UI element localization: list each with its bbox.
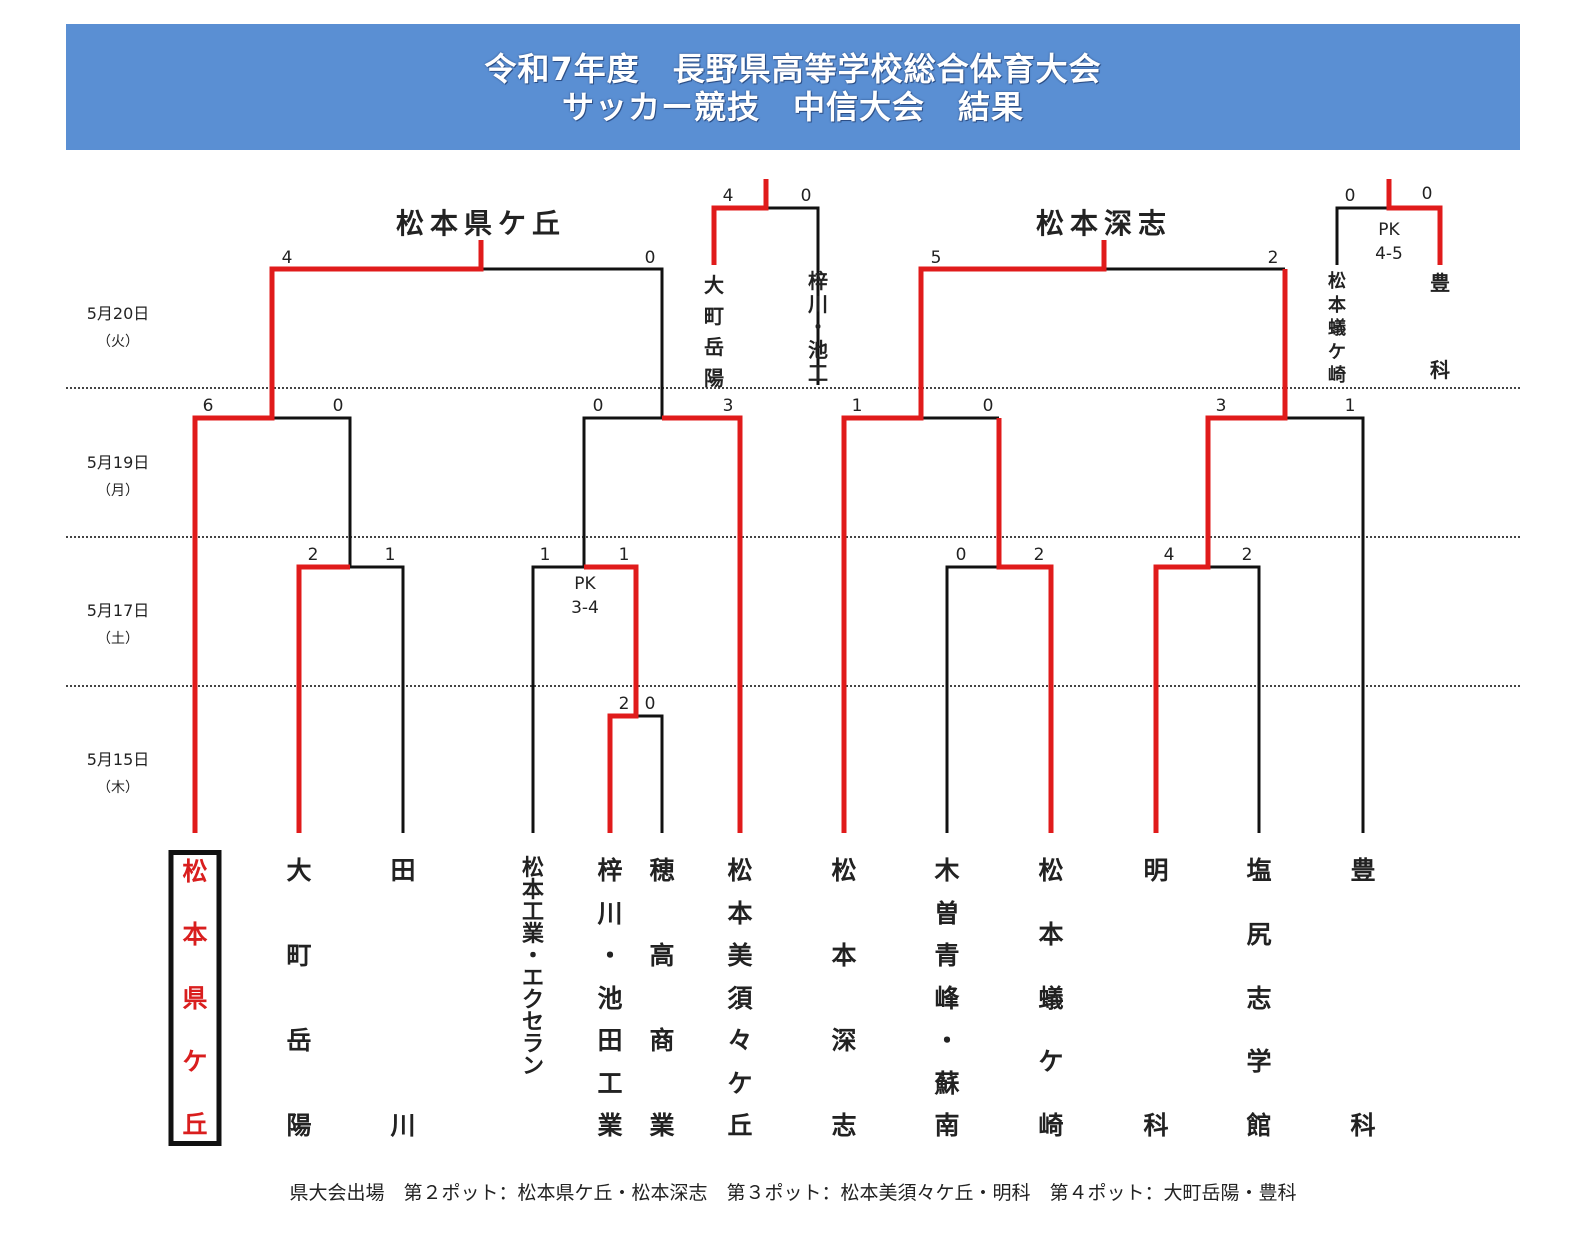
bracket-line-winner: [192, 240, 484, 833]
bracket-line: [350, 565, 405, 833]
team-name-10: 松本蟻ケ崎: [1038, 856, 1064, 1140]
bracket-line: [1285, 416, 1365, 833]
bracket-line: [1335, 206, 1389, 265]
team-name-8: 松本深志: [831, 856, 857, 1140]
score: 2: [1033, 545, 1045, 565]
title-line-2: サッカー競技 中信大会 結果: [561, 88, 1024, 126]
bracket-line-winner: [1153, 269, 1288, 833]
date-label-may17: 5月17日（土）: [86, 601, 150, 647]
date-label-may19: 5月19日（月）: [86, 453, 150, 499]
score: 4: [722, 186, 734, 206]
team-name-2: 大町岳陽: [286, 856, 312, 1140]
team-name-13: 豊科: [1350, 856, 1376, 1140]
bracket-line: [531, 565, 584, 833]
day-separator: [66, 685, 1520, 687]
team-name-9: 木曽青峰・蘇南: [934, 856, 960, 1140]
score: 0: [332, 396, 344, 416]
score: 0: [955, 545, 967, 565]
score: 3: [1215, 396, 1227, 416]
team-name-3: 田川: [390, 856, 416, 1140]
bracket-line: [272, 416, 352, 567]
bracket-line-winner: [296, 564, 350, 833]
score: 0: [1344, 186, 1356, 206]
bracket-line-winner: [841, 240, 1107, 833]
bracket-line-winner: [711, 179, 769, 265]
title-line-1: 令和7年度 長野県高等学校総合体育大会: [484, 50, 1102, 88]
score: 1: [384, 545, 396, 565]
bracket-line: [636, 714, 664, 833]
score: 5: [930, 248, 942, 268]
score: 0: [592, 396, 604, 416]
footer-note: 県大会出場 第２ポット：松本県ケ丘・松本深志 第３ポット：松本美須々ケ丘・明科 …: [289, 1182, 1297, 1204]
score: 4: [281, 248, 293, 268]
bracket-line-winner: [1386, 179, 1443, 265]
playoff-team-name: 大町岳陽: [704, 273, 724, 390]
score: 0: [1421, 184, 1433, 204]
score: 1: [851, 396, 863, 416]
score: 2: [618, 694, 630, 714]
bracket-line-winner: [662, 415, 743, 833]
bracket-line: [582, 416, 662, 567]
score: 6: [202, 396, 214, 416]
score: 3: [722, 396, 734, 416]
team-name-12: 塩尻志学館: [1246, 856, 1272, 1140]
score: 4: [1163, 545, 1175, 565]
day-separator: [66, 387, 1520, 389]
bracket-line: [481, 267, 664, 418]
bracket-line: [945, 565, 999, 833]
team-name-6: 穂高商業: [649, 856, 675, 1140]
block-winner-right: 松本深志: [1035, 207, 1173, 240]
score: 1: [1344, 396, 1356, 416]
score: 0: [644, 248, 656, 268]
score: 0: [644, 694, 656, 714]
bracket-line-winner: [584, 564, 639, 833]
team-name-1: 松本県ケ丘: [168, 850, 222, 1146]
team-name-5: 梓川・池田工業: [597, 856, 623, 1140]
bracket-line: [1208, 565, 1261, 833]
bracket-line-winner: [996, 418, 1054, 833]
title-banner: 令和7年度 長野県高等学校総合体育大会 サッカー競技 中信大会 結果: [66, 24, 1520, 150]
team-name-11: 明科: [1143, 856, 1169, 1140]
playoff-team-name: 梓川・池工: [808, 269, 828, 385]
score: 0: [982, 396, 994, 416]
playoff-team-name: 松本蟻ケ崎: [1328, 271, 1346, 386]
score: 2: [1267, 248, 1279, 268]
team-name-4: 松本工業・エクセラン: [521, 856, 545, 1079]
playoff-team-name: 豊科: [1430, 271, 1450, 382]
block-winner-left: 松本県ケ丘: [395, 207, 567, 240]
team-name-7: 松本美須々ケ丘: [727, 856, 753, 1140]
date-label-may20: 5月20日（火）: [86, 304, 150, 350]
day-separator: [66, 536, 1520, 538]
score: 1: [618, 545, 630, 565]
date-label-may15: 5月15日（木）: [86, 750, 150, 796]
score: 1: [539, 545, 551, 565]
score: 0: [800, 186, 812, 206]
bracket-line: [766, 206, 820, 385]
score: 2: [307, 545, 319, 565]
score: 2: [1241, 545, 1253, 565]
